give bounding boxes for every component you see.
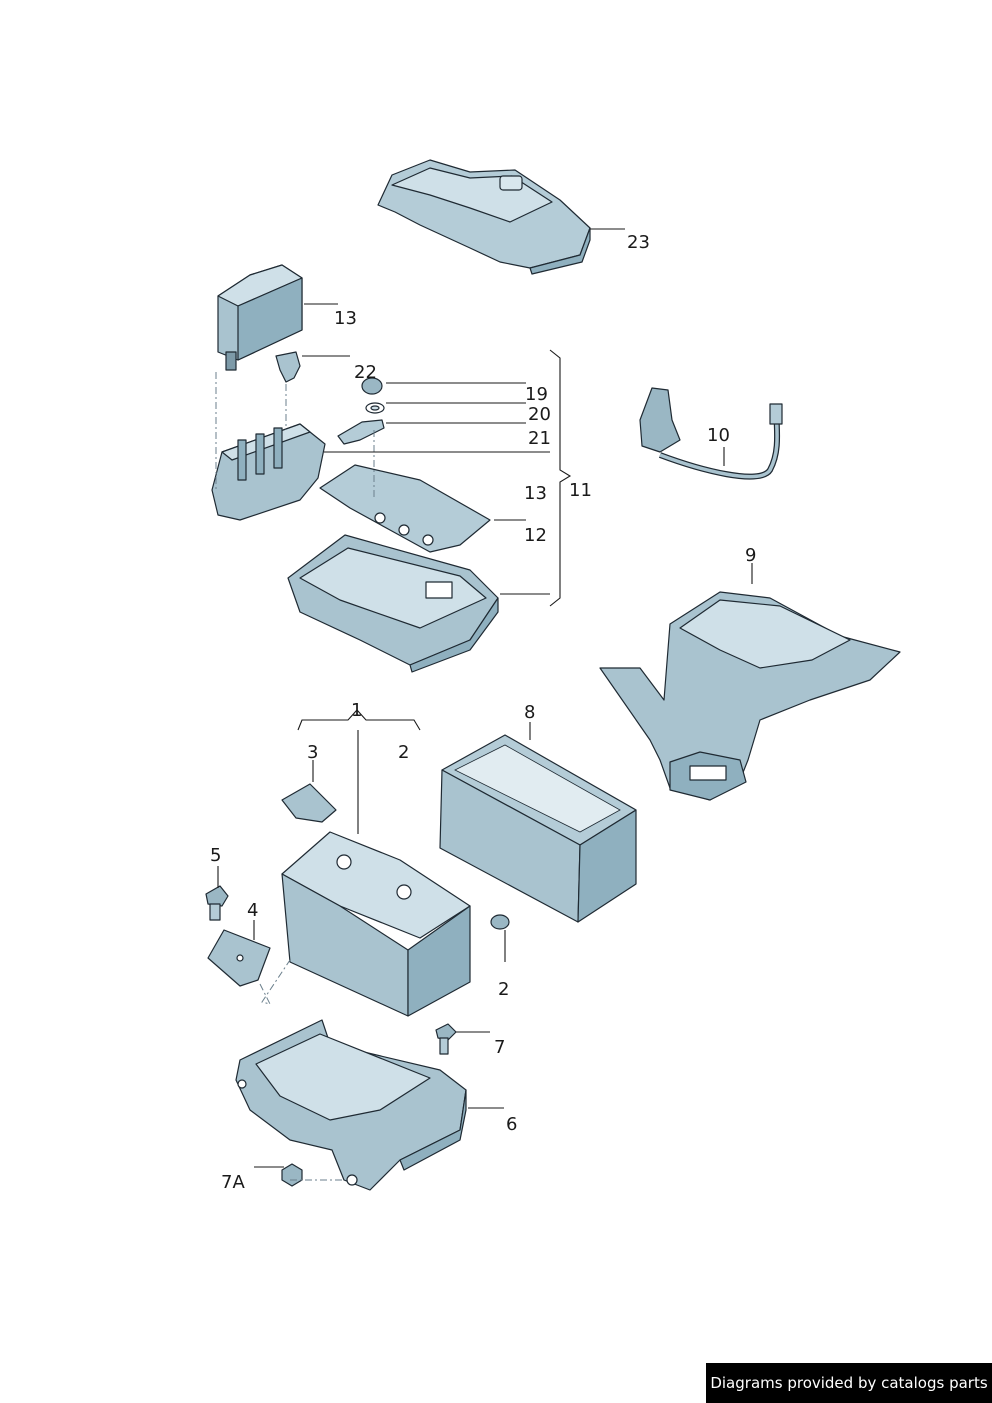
callout-3: 3	[307, 742, 318, 763]
callout-2: 2	[498, 979, 509, 1000]
callout-1: 1	[351, 700, 362, 721]
credit-banner: Diagrams provided by catalogs parts	[706, 1363, 992, 1403]
part-19-nut[interactable]	[361, 377, 383, 395]
part-8-sleeve[interactable]	[439, 734, 637, 923]
callout-7: 7	[494, 1037, 505, 1058]
part-20-washer[interactable]	[365, 402, 385, 414]
callout-11: 11	[569, 480, 592, 501]
callout-22: 22	[354, 362, 377, 383]
callout-10: 10	[707, 425, 730, 446]
callout-2: 2	[398, 742, 409, 763]
part-6-tray[interactable]	[235, 1019, 467, 1191]
callout-19: 19	[525, 384, 548, 405]
callout-21: 21	[528, 428, 551, 449]
assembly-lines	[215, 372, 375, 1181]
callout-20: 20	[528, 404, 551, 425]
callout-13: 13	[524, 483, 547, 504]
part-12-busbar[interactable]	[319, 464, 491, 553]
part-5-bolt[interactable]	[205, 885, 229, 921]
callout-4: 4	[247, 900, 258, 921]
part-11-fuse-box[interactable]	[287, 534, 499, 673]
part-7-bolt[interactable]	[435, 1023, 457, 1055]
part-3-terminal-cover[interactable]	[281, 783, 337, 823]
credit-text: Diagrams provided by catalogs parts	[710, 1374, 988, 1392]
part-2-vent-plug[interactable]	[490, 914, 510, 930]
part-13-fuse-holder[interactable]	[211, 423, 326, 521]
callout-5: 5	[210, 845, 221, 866]
part-7a-nut[interactable]	[281, 1163, 303, 1187]
callout-13: 13	[334, 308, 357, 329]
part-13-relay[interactable]	[217, 264, 303, 371]
part-21-lug[interactable]	[337, 419, 385, 445]
part-22-fuse[interactable]	[275, 351, 301, 383]
part-4-clamp[interactable]	[207, 929, 271, 987]
part-9-bracket[interactable]	[599, 591, 901, 801]
callout-6: 6	[506, 1114, 517, 1135]
callout-labels: 23 13 22 19 20 21 10 13 11 12 9 1 8 3 2 …	[210, 232, 756, 1193]
leader-lines	[217, 228, 753, 1168]
callout-23: 23	[627, 232, 650, 253]
callout-8: 8	[524, 702, 535, 723]
callout-9: 9	[745, 545, 756, 566]
part-23-cover[interactable]	[377, 159, 591, 275]
callout-12: 12	[524, 525, 547, 546]
part-10-cable[interactable]	[639, 387, 783, 480]
part-1-battery[interactable]	[281, 831, 471, 1017]
callout-7a: 7A	[221, 1172, 245, 1193]
